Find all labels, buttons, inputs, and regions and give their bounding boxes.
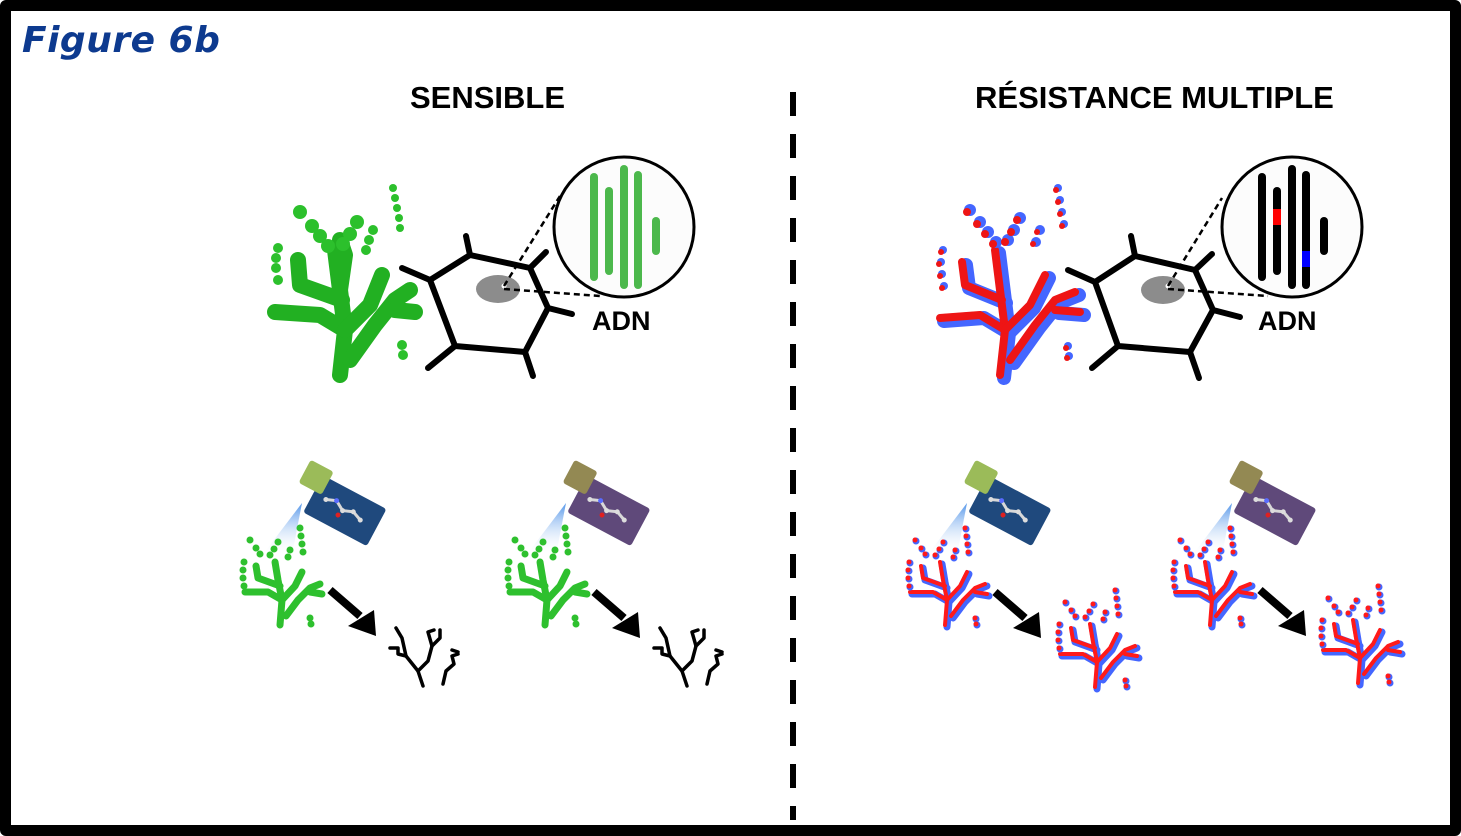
arrow-icon <box>327 586 376 636</box>
sprayer-nozzle <box>964 460 998 494</box>
surviving-weed <box>1055 587 1143 693</box>
spray-cone <box>1194 503 1232 555</box>
arrow-icon <box>992 588 1041 638</box>
arrow-icon <box>1257 586 1306 636</box>
treatment-sensible-2 <box>504 460 724 688</box>
herbicide-sprayer <box>1194 460 1316 555</box>
molecule-2-icon <box>1253 496 1293 523</box>
herbicide-sprayer <box>264 460 386 555</box>
surviving-weed <box>1318 583 1406 689</box>
treatment-sensible-1 <box>239 460 460 688</box>
treatment-resistance-1 <box>905 460 1143 693</box>
sensible-weed-small <box>239 524 326 629</box>
dna-label-resistance: ADN <box>1258 306 1317 336</box>
molecule-1-icon <box>988 496 1028 523</box>
herbicide-sprayer <box>929 460 1051 555</box>
nucleus <box>1141 276 1185 304</box>
sensible-weed-large <box>267 184 423 383</box>
cell-sensible <box>399 195 601 379</box>
dna-zoom-resistance <box>1220 155 1364 299</box>
dead-plant <box>652 626 724 688</box>
treatment-resistance-2 <box>1170 460 1406 689</box>
nucleus <box>476 275 520 303</box>
figure-title: Figure 6b <box>22 20 221 61</box>
panel-title-resistance: RÉSISTANCE MULTIPLE <box>975 80 1334 115</box>
dna-label-sensible: ADN <box>592 306 651 336</box>
spray-cone <box>929 503 967 555</box>
sensible-weed-small <box>504 524 591 629</box>
molecule-2-icon <box>587 496 627 523</box>
arrow-icon <box>591 588 640 638</box>
dna-zoom-sensible <box>552 155 696 299</box>
herbicide-sprayer <box>528 460 650 555</box>
resistant-weed-small <box>1170 525 1258 631</box>
sprayer-nozzle <box>299 460 333 494</box>
resistant-weed-small <box>905 525 993 631</box>
sprayer-nozzle <box>1229 460 1263 494</box>
sprayer-nozzle <box>563 460 597 494</box>
mutation-marker <box>1302 251 1310 267</box>
mutation-marker <box>1273 209 1281 225</box>
dead-plant <box>388 626 460 688</box>
resistant-weed-large <box>936 184 1091 385</box>
panel-title-sensible: SENSIBLE <box>410 80 566 115</box>
spray-cone <box>264 503 302 555</box>
molecule-1-icon <box>323 496 363 523</box>
cell-resistance <box>1065 197 1269 381</box>
spray-cone <box>528 503 566 555</box>
